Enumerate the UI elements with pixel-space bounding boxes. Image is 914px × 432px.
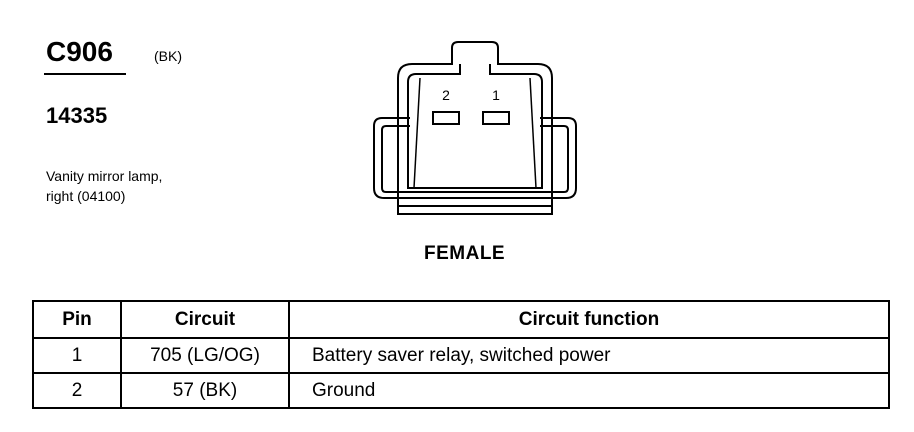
cavity-label-1: 1 [492, 87, 500, 103]
connector-gender-label: FEMALE [424, 243, 506, 264]
cell-circuit: 57 (BK) [120, 372, 290, 409]
part-number: 14335 [46, 103, 108, 128]
pin-table-header-row: Pin Circuit Circuit function [32, 300, 890, 339]
cavity-label-2: 2 [442, 87, 450, 103]
cell-pin: 2 [32, 372, 122, 409]
header-pin: Pin [32, 300, 122, 339]
connector-id-underline [44, 73, 126, 75]
connector-description: Vanity mirror lamp, right (04100) [46, 166, 246, 206]
cell-circuit: 705 (LG/OG) [120, 337, 290, 374]
connector-id: C906 [46, 36, 113, 67]
cell-circuit-function: Battery saver relay, switched power [288, 337, 890, 374]
connector-face-diagram: 2 1 [373, 41, 577, 215]
header-circuit: Circuit [120, 300, 290, 339]
cell-pin: 1 [32, 337, 122, 374]
header-circuit-function: Circuit function [288, 300, 890, 339]
description-line-1: Vanity mirror lamp, [46, 168, 163, 184]
connector-color: (BK) [154, 48, 182, 64]
connector-body [397, 41, 553, 199]
table-row: 2 57 (BK) Ground [32, 372, 890, 409]
table-row: 1 705 (LG/OG) Battery saver relay, switc… [32, 337, 890, 374]
description-line-2: right (04100) [46, 188, 126, 204]
connector-outer-shroud [373, 117, 577, 199]
pin-table: Pin Circuit Circuit function 1 705 (LG/O… [32, 300, 890, 409]
cavity-pin-2 [432, 111, 460, 125]
cavity-pin-1 [482, 111, 510, 125]
cell-circuit-function: Ground [288, 372, 890, 409]
